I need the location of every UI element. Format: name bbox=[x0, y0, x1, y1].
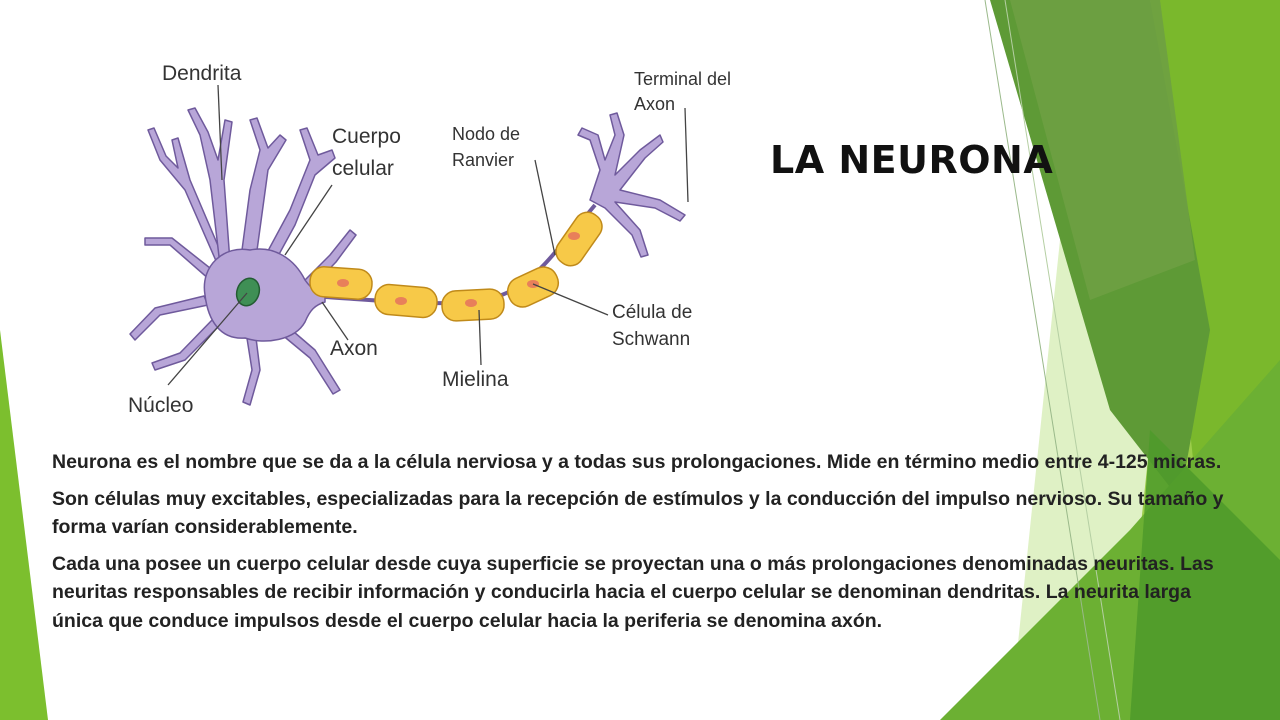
dendrite-branch bbox=[239, 117, 287, 266]
label-celula-1: Célula de bbox=[612, 302, 692, 323]
leader-line-nucleo bbox=[167, 292, 248, 386]
label-terminal-2: Axon bbox=[634, 94, 675, 114]
thin-accent-line bbox=[984, 0, 1101, 720]
label-celula-2: Schwann bbox=[612, 329, 690, 350]
left-green-stripe bbox=[0, 330, 48, 720]
label-cuerpo-1: Cuerpo bbox=[332, 125, 401, 148]
leader-line-dendrita bbox=[217, 84, 223, 181]
label-nodo-2: Ranvier bbox=[452, 150, 514, 170]
myelin-segment bbox=[555, 211, 603, 267]
leader-line-celula bbox=[532, 283, 609, 316]
schwann-nucleus bbox=[395, 297, 407, 305]
label-cuerpo-2: celular bbox=[332, 157, 394, 180]
schwann-nucleus bbox=[337, 279, 349, 287]
label-mielina: Mielina bbox=[442, 368, 509, 391]
leader-line-mielina bbox=[478, 309, 482, 366]
bottom-deep-green-wedge bbox=[1130, 430, 1280, 720]
dendrite-branch bbox=[129, 295, 209, 341]
thin-accent-line-2 bbox=[1004, 0, 1121, 720]
cell-body bbox=[203, 248, 326, 342]
schwann-nuclei bbox=[337, 232, 580, 307]
neuron-cell bbox=[129, 107, 686, 406]
paragraph-structure: Cada una posee un cuerpo celular desde c… bbox=[52, 552, 1214, 632]
neuron-diagram: Dendrita Cuerpo celular Nodo de Ranvier … bbox=[128, 62, 731, 417]
leader-line-axon bbox=[321, 301, 349, 341]
dendrite-branch bbox=[254, 127, 336, 281]
right-mid-green-wedge bbox=[1010, 0, 1195, 300]
axon-terminal bbox=[577, 112, 686, 258]
label-axon: Axon bbox=[330, 337, 378, 360]
label-nucleo: Núcleo bbox=[128, 394, 193, 417]
label-nodo-1: Nodo de bbox=[452, 124, 520, 144]
slide-body: Neurona es el nombre que se da a la célu… bbox=[52, 448, 1242, 643]
schwann-nucleus bbox=[465, 299, 477, 307]
paragraph-excitability: Son células muy excitables, especializad… bbox=[52, 487, 1224, 539]
schwann-nucleus bbox=[568, 232, 580, 240]
label-terminal-1: Terminal del bbox=[634, 69, 731, 89]
paragraph-definition: Neurona es el nombre que se da a la célu… bbox=[52, 451, 1222, 473]
dendrite-branch bbox=[151, 317, 221, 371]
myelin-sheath bbox=[309, 211, 603, 322]
leader-line-cuerpo bbox=[284, 184, 333, 256]
slide-title: LA NEURONA bbox=[770, 138, 1054, 182]
dendrite-branch bbox=[144, 237, 216, 281]
leader-line-terminal bbox=[684, 107, 689, 203]
dendrite-branch bbox=[147, 127, 226, 271]
leader-lines bbox=[167, 84, 689, 386]
label-dendrita: Dendrita bbox=[162, 62, 242, 85]
leader-line-nodo bbox=[534, 159, 556, 256]
